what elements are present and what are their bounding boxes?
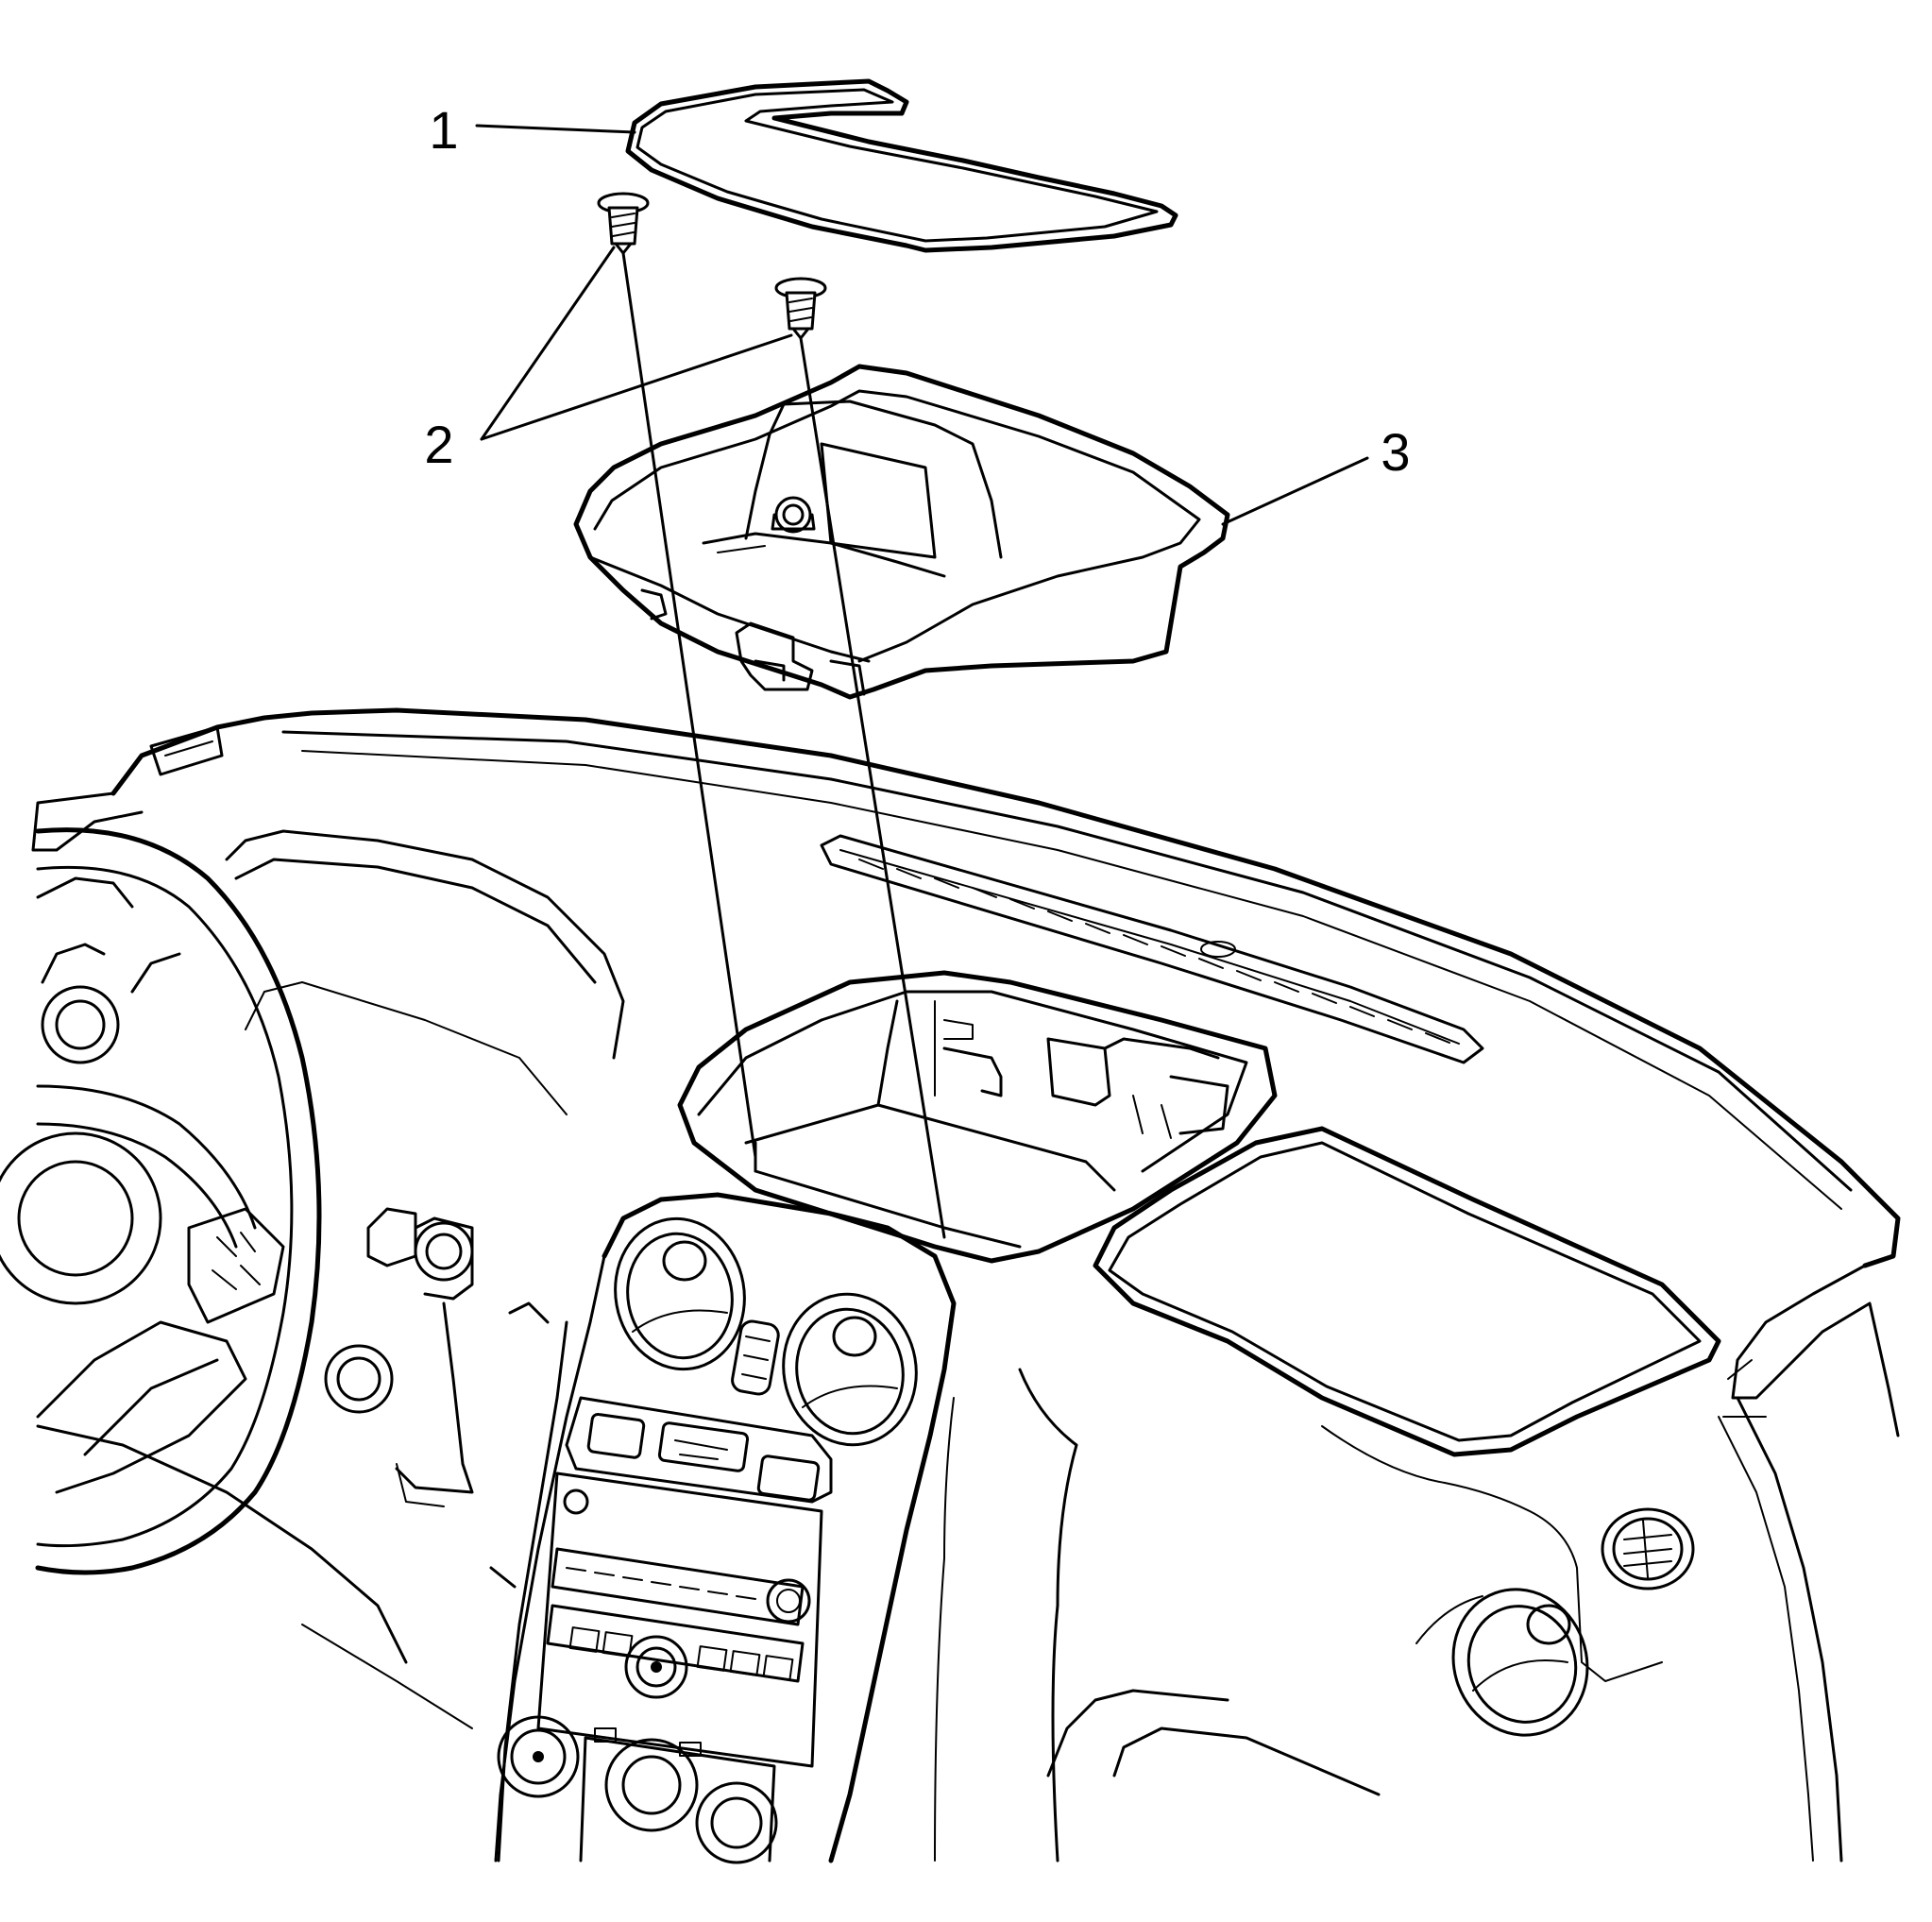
- ignition-area: [324, 1207, 474, 1507]
- callout-1: 1: [429, 100, 458, 160]
- screw-left: [597, 192, 650, 255]
- steering-wheel: [0, 827, 322, 1575]
- leader-3: [1221, 456, 1369, 526]
- callout-3: 3: [1381, 422, 1410, 482]
- callout-labels: 1 2 3: [424, 100, 1410, 482]
- alignment-line-right: [799, 336, 946, 1239]
- item-3-storage-bin: [573, 364, 1230, 700]
- alignment-lines: [621, 251, 946, 1239]
- screw-right: [774, 277, 827, 340]
- callout-2: 2: [424, 415, 453, 474]
- leader-1: [475, 124, 636, 134]
- callout-leaders: [475, 124, 1369, 526]
- center-stack: [494, 1192, 957, 1864]
- alignment-line-left: [621, 251, 757, 1159]
- leader-2a: [480, 246, 616, 441]
- center-left-vent: [614, 1216, 746, 1371]
- center-right-vent: [782, 1292, 918, 1447]
- item-2-screws: [597, 192, 827, 340]
- right-air-vent: [1451, 1588, 1589, 1737]
- leader-2b: [480, 333, 793, 441]
- instrument-panel: [0, 707, 1901, 1864]
- item-1-bin-liner: [625, 78, 1178, 253]
